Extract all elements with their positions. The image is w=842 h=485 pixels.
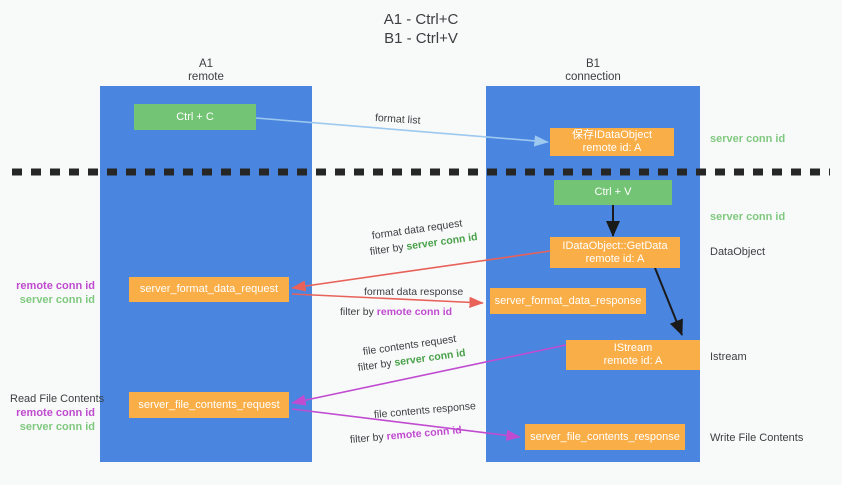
edge-label-format-list-text: format list: [374, 112, 421, 127]
note-format-server-conn-id: server conn id: [19, 294, 95, 306]
node-ctrl-c[interactable]: Ctrl + C: [134, 104, 256, 130]
node-server-file-contents-response[interactable]: server_file_contents_response: [525, 424, 685, 450]
edge-filter-prefix: filter by: [340, 306, 377, 318]
note-read-file-contents: Read File Contents: [10, 393, 105, 405]
edge-label-format-list: format list: [375, 112, 421, 127]
lane-header-b1: B1 connection: [565, 58, 621, 83]
edge-label-format-data-response: format data response: [364, 286, 463, 298]
edge-label-format-data-response-text: format data response: [364, 286, 464, 298]
note-write-file-contents: Write File Contents: [710, 432, 804, 444]
note-file-remote-conn-id: remote conn id: [16, 407, 95, 419]
node-idataobject-getdata[interactable]: IDataObject::GetData remote id: A: [550, 237, 680, 268]
edge-filter-value-remote-conn-id: remote conn id: [376, 306, 453, 318]
node-istream[interactable]: IStream remote id: A: [566, 340, 700, 370]
edge-filter-prefix: filter by: [349, 430, 388, 446]
page-title: A1 - Ctrl+C B1 - Ctrl+V: [383, 11, 459, 47]
note-file-server-conn-id: server conn id: [19, 421, 95, 433]
lane-header-a1: A1 remote: [188, 58, 224, 83]
node-server-file-contents-request[interactable]: server_file_contents_request: [129, 392, 289, 418]
edge-filter-prefix: filter by: [369, 240, 408, 258]
edge-filter-prefix: filter by: [357, 356, 396, 374]
note-server-conn-id-mid: server conn id: [710, 210, 785, 224]
note-istream: Istream: [710, 351, 747, 363]
node-server-format-data-request[interactable]: server_format_data_request: [129, 277, 289, 302]
note-format-remote-conn-id: remote conn id: [16, 280, 95, 292]
note-server-conn-id-mid-text: server conn id: [710, 211, 786, 223]
edge-label-file-contents-response-text: file contents response: [373, 400, 477, 421]
note-server-conn-id-top-text: server conn id: [710, 133, 786, 145]
note-dataobject: DataObject: [710, 246, 766, 258]
note-read-file-contents-group: Read File Contents remote conn id server…: [10, 392, 105, 434]
edge-label-file-contents-response: file contents response: [373, 400, 476, 421]
edge-filter-format-data-response: filter by remote conn id: [340, 306, 452, 318]
note-server-conn-id-top: server conn id: [710, 132, 785, 146]
edge-filter-file-contents-response: filter by remote conn id: [349, 424, 462, 446]
node-save-idataobject[interactable]: 保存IDataObject remote id: A: [550, 128, 674, 156]
node-ctrl-v[interactable]: Ctrl + V: [554, 180, 672, 205]
note-format-conn-ids: remote conn id server conn id: [10, 279, 95, 307]
node-server-format-data-response[interactable]: server_format_data_response: [490, 288, 646, 314]
edge-filter-value-remote-conn-id: remote conn id: [386, 424, 463, 443]
